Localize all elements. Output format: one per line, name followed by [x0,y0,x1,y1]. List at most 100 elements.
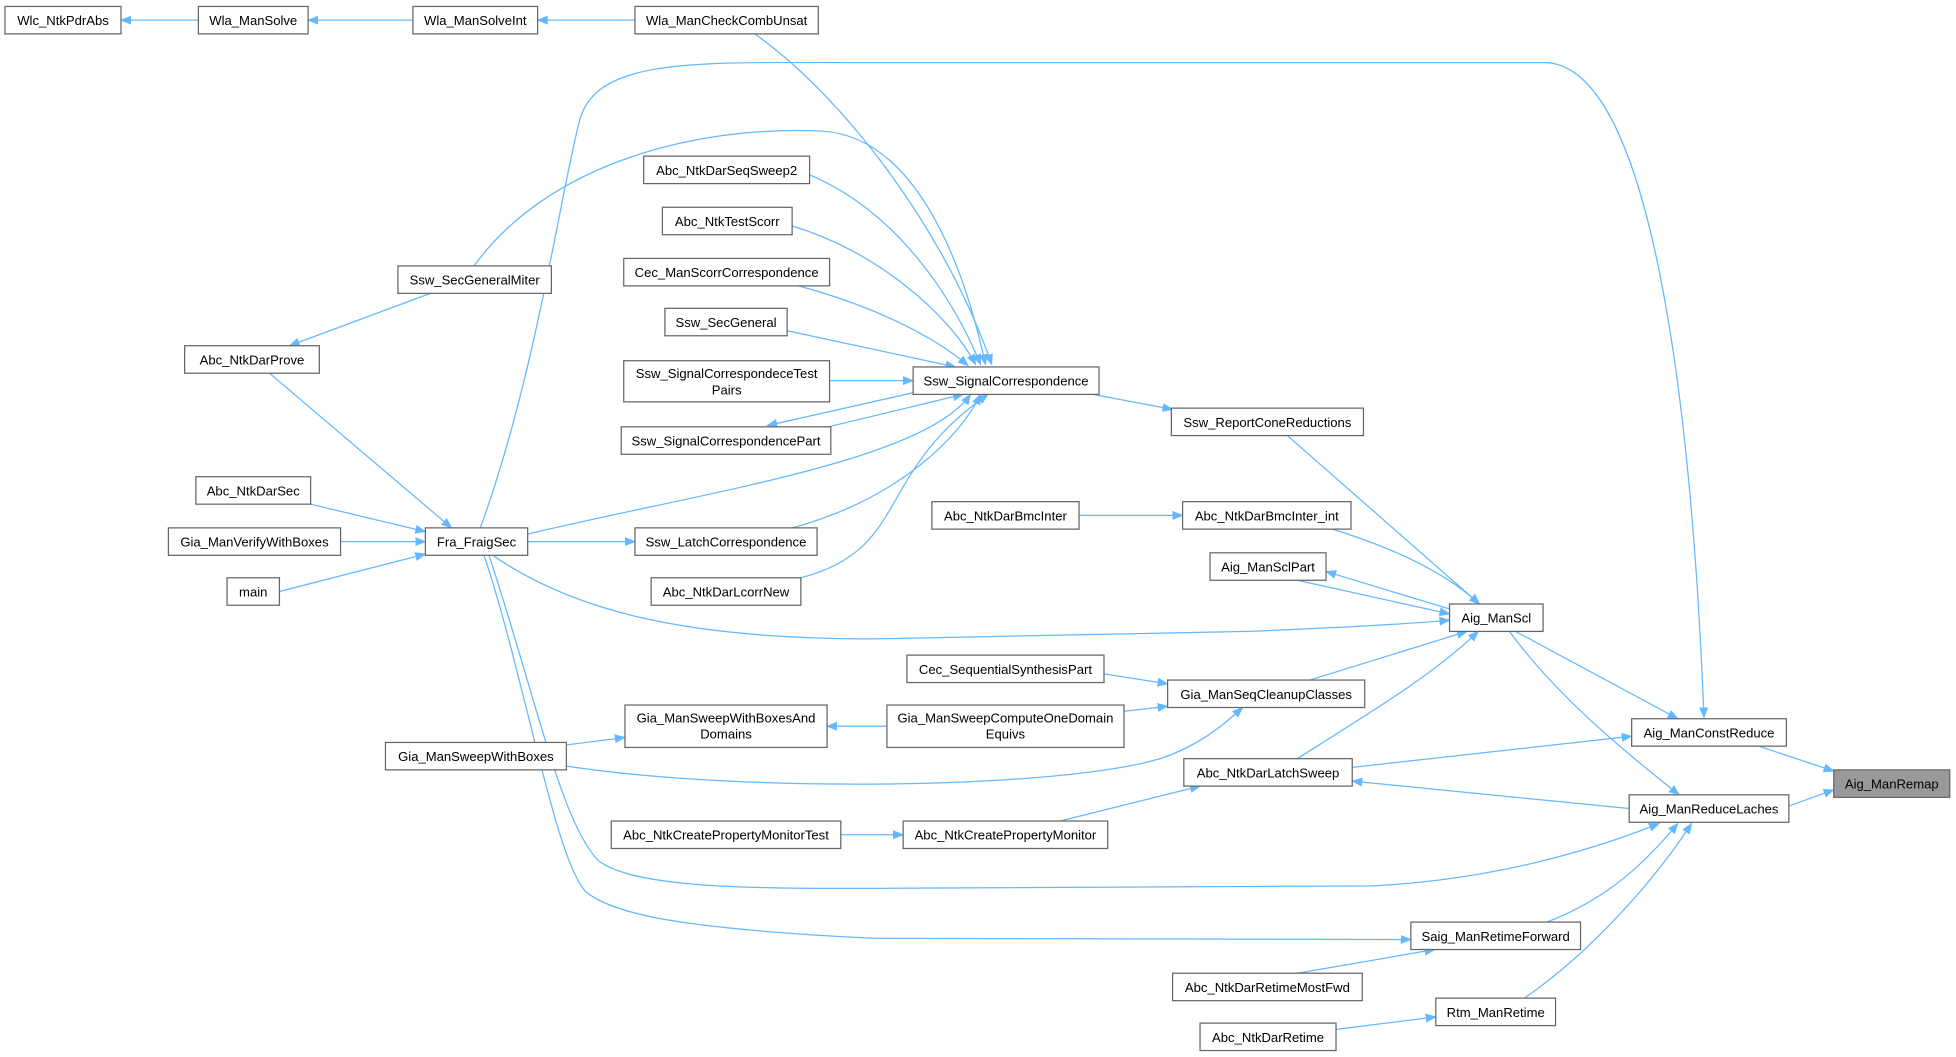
node-label: Ssw_SignalCorrespondeceTest [636,366,818,381]
edge [527,393,972,535]
node-wla-mancheckcombunsat[interactable]: Wla_ManCheckCombUnsat [634,5,819,35]
node-label: Gia_ManSeqCleanupClasses [1180,687,1352,702]
node-main[interactable]: main [226,577,281,606]
node-wlc-ntkpdrabs[interactable]: Wlc_NtkPdrAbs [4,5,122,35]
edge [269,372,453,529]
nodes: Wlc_NtkPdrAbs Wla_ManSolve Wla_ManSolveI… [4,5,1951,1052]
node-label: Rtm_ManRetime [1447,1005,1545,1020]
edge [1324,570,1450,610]
node-label: Gia_ManSweepComputeOneDomain [897,710,1113,725]
edge [823,392,965,429]
node-aig-manscl[interactable]: Aig_ManScl [1448,603,1544,633]
node-label: Ssw_SecGeneralMiter [410,273,541,288]
edge [1524,822,1693,999]
node-label: Abc_NtkDarBmcInter [944,508,1067,523]
node-label: Abc_NtkDarProve [200,352,305,367]
node-abc-ntkdarsec[interactable]: Abc_NtkDarSec [195,476,312,505]
node-label: Aig_ManSclPart [1221,560,1315,575]
node-abc-ntkdarlcorrnew[interactable]: Abc_NtkDarLcorrNew [650,577,802,606]
node-label: Cec_SequentialSynthesisPart [919,662,1092,677]
node-label: Domains [700,727,752,742]
node-label: Abc_NtkDarRetimeMostFwd [1185,980,1350,995]
node-label: Pairs [712,382,742,397]
node-abc-ntkdarlatchsweep[interactable]: Abc_NtkDarLatchSweep [1183,758,1353,787]
node-abc-ntkcreatepropertymonitor[interactable]: Abc_NtkCreatePropertyMonitor [902,820,1109,850]
node-label: Abc_NtkDarRetime [1212,1030,1324,1045]
node-rtm-manretime[interactable]: Rtm_ManRetime [1435,997,1557,1027]
node-label: Fra_FraigSec [437,535,517,550]
node-label: Abc_NtkDarBmcInter_int [1195,508,1339,523]
node-ssw-reportconereductions[interactable]: Ssw_ReportConeReductions [1170,407,1365,437]
node-label: Abc_NtkDarLatchSweep [1197,765,1339,780]
node-label: Ssw_SecGeneral [675,315,776,330]
node-label: Wla_ManSolve [209,13,297,28]
node-aig-manconstreduce[interactable]: Aig_ManConstReduce [1631,718,1787,747]
node-label: Wla_ManSolveInt [424,13,527,28]
node-label: Abc_NtkDarSeqSweep2 [656,163,797,178]
node-abc-ntkcreatepropertymonitortest[interactable]: Abc_NtkCreatePropertyMonitorTest [610,820,842,850]
node-ssw-secgeneralmiter[interactable]: Ssw_SecGeneralMiter [397,265,552,294]
node-label: Aig_ManRemap [1845,777,1939,792]
edge [1351,777,1630,810]
edge [1515,630,1679,720]
node-cec-sequentialsynthesispart[interactable]: Cec_SequentialSynthesisPart [906,654,1105,684]
edge [754,33,993,366]
node-label: Abc_NtkDarSec [207,483,300,498]
node-label: Aig_ManReduceLaches [1640,802,1779,817]
edge [791,393,982,529]
edge [288,292,431,347]
node-label: Abc_NtkTestScorr [675,214,780,229]
edge [1508,631,1680,796]
node-abc-ntkdarseqsweep2[interactable]: Abc_NtkDarSeqSweep2 [643,155,811,185]
node-abc-ntkdarprove[interactable]: Abc_NtkDarProve [183,345,320,374]
node-wla-mansolveint[interactable]: Wla_ManSolveInt [412,5,539,35]
node-label: Ssw_ReportConeReductions [1183,415,1351,430]
node-abc-ntktestscorr[interactable]: Abc_NtkTestScorr [661,206,793,236]
node-label: Ssw_SignalCorrespondence [924,374,1089,389]
edge [279,552,427,593]
edge [310,503,427,534]
node-gia-manseqcleanupclasses[interactable]: Gia_ManSeqCleanupClasses [1166,679,1366,709]
node-label: Gia_ManSweepWithBoxes [398,749,554,764]
node-abc-ntkdarretimemostfwd[interactable]: Abc_NtkDarRetimeMostFwd [1171,972,1363,1002]
node-label: Abc_NtkCreatePropertyMonitor [915,828,1097,843]
node-saig-manretimeforward[interactable]: Saig_ManRetimeForward [1410,921,1582,951]
edge [1123,702,1169,712]
edge [766,391,918,428]
node-label: Wla_ManCheckCombUnsat [646,13,808,28]
node-wla-mansolve[interactable]: Wla_ManSolve [197,5,309,35]
node-ssw-signalcorrespondencepart[interactable]: Ssw_SignalCorrespondencePart [620,426,832,455]
node-label: main [239,584,267,599]
node-gia-mansweepwithboxes[interactable]: Gia_ManSweepWithBoxes [384,741,567,771]
edge [1332,528,1481,605]
node-label: Wlc_NtkPdrAbs [17,13,109,28]
node-abc-ntkdarbmcinter-int[interactable]: Abc_NtkDarBmcInter_int [1181,501,1352,530]
node-cec-manscorrcorrespondence[interactable]: Cec_ManScorrCorrespondence [623,257,831,287]
node-aig-mansclpart[interactable]: Aig_ManSclPart [1209,552,1327,581]
node-label: Aig_ManScl [1461,611,1531,626]
edge [566,706,1244,785]
node-gia-manverifywithboxes[interactable]: Gia_ManVerifyWithBoxes [167,527,342,556]
node-ssw-signalcorrespondence[interactable]: Ssw_SignalCorrespondence [912,366,1100,396]
edge [1788,789,1835,807]
node-label: Gia_ManVerifyWithBoxes [180,535,329,550]
edge [1352,732,1633,769]
node-label: Gia_ManSweepWithBoxesAnd [637,710,816,725]
node-abc-ntkdarbmcinter[interactable]: Abc_NtkDarBmcInter [931,501,1080,530]
node-label: Abc_NtkDarLcorrNew [663,584,790,599]
node-aig-manreducelaches[interactable]: Aig_ManReduceLaches [1628,794,1790,823]
node-aig-manremap[interactable]: Aig_ManRemap [1833,769,1951,798]
edge [791,225,977,366]
edge [1092,393,1174,412]
edge [1309,630,1469,681]
node-ssw-latchcorrespondence[interactable]: Ssw_LatchCorrespondence [634,527,818,556]
edge [1297,946,1436,974]
node-label: Ssw_LatchCorrespondence [646,535,807,550]
node-ssw-secgeneral[interactable]: Ssw_SecGeneral [664,307,788,337]
node-fra-fraigsec[interactable]: Fra_FraigSec [424,527,529,556]
node-abc-ntkdarretime[interactable]: Abc_NtkDarRetime [1199,1022,1337,1052]
